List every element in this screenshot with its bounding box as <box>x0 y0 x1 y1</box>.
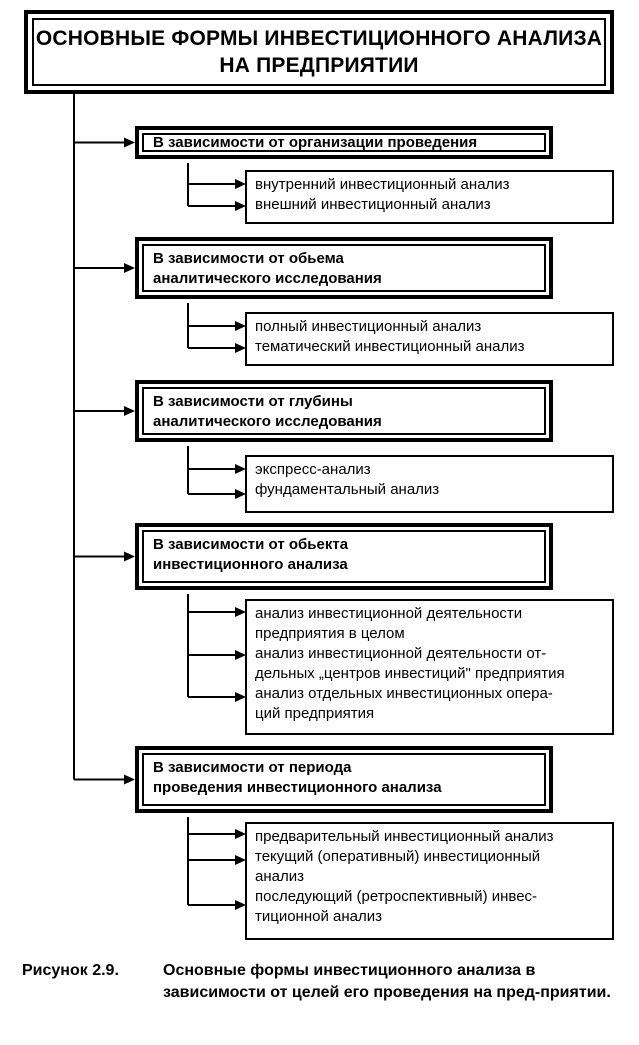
category-heading-line: аналитического исследования <box>153 270 382 287</box>
item-arrow-icon <box>235 464 246 474</box>
item-text-line: анализ инвестиционной деятельности <box>255 605 523 622</box>
item-entry: фундаментальный анализ <box>255 480 608 500</box>
item-text-line: предварительный инвестиционный анализ <box>255 828 554 845</box>
item-text-line: дельных „центров инвестиций" предприятия <box>255 665 565 682</box>
item-entry: последующий (ретроспективный) инвес-тици… <box>255 887 608 927</box>
category-arrow-icon <box>124 774 135 785</box>
item-arrow-icon <box>235 321 246 331</box>
category-arrow-icon <box>124 551 135 562</box>
category-box: В зависимости от периода проведения инвес… <box>135 746 553 813</box>
item-text-line: тематический инвестиционный анализ <box>255 338 525 355</box>
diagram-title-line-1: ОСНОВНЫЕ ФОРМЫ ИНВЕСТИЦИОННОГО АНАЛИЗА <box>35 27 603 50</box>
diagram-title-box: ОСНОВНЫЕ ФОРМЫ ИНВЕСТИЦИОННОГО АНАЛИЗА Н… <box>24 10 614 94</box>
item-entry: анализ инвестиционной деятельности от-де… <box>255 644 608 684</box>
item-entry: внутренний инвестиционный анализ <box>255 175 608 195</box>
item-text-line: анализ отдельных инвестиционных опера- <box>255 685 553 702</box>
item-arrow-icon <box>235 855 246 865</box>
item-entry: анализ отдельных инвестиционных опера-ци… <box>255 684 608 724</box>
category-heading-line: В зависимости от организации проведения <box>153 134 478 151</box>
item-entry: экспресс-анализ <box>255 460 608 480</box>
item-arrow-icon <box>235 201 246 211</box>
category-heading-line: В зависимости от глубины <box>153 393 353 410</box>
items-box: полный инвестиционный анализ тематический… <box>245 312 614 366</box>
category-heading-line: проведения инвестиционного анализа <box>153 779 442 796</box>
item-entry: анализ инвестиционной деятельности предпр… <box>255 604 608 644</box>
items-box: анализ инвестиционной деятельности предпр… <box>245 599 614 735</box>
category-heading-line: инвестиционного анализа <box>153 556 348 573</box>
items-box: предварительный инвестиционный анализ тек… <box>245 822 614 940</box>
item-entry: текущий (оперативный) инвестиционный анал… <box>255 847 608 887</box>
category-box: В зависимости от обьекта инвестиционного … <box>135 523 553 590</box>
item-arrow-icon <box>235 650 246 660</box>
item-text-line: фундаментальный анализ <box>255 481 440 498</box>
item-text-line: последующий (ретроспективный) инвес- <box>255 888 538 905</box>
category-heading-line: В зависимости от обьекта <box>153 536 349 553</box>
item-text-line: тиционной анализ <box>255 908 382 925</box>
item-arrow-icon <box>235 829 246 839</box>
category-box: В зависимости от организации проведения <box>135 126 553 159</box>
item-arrow-icon <box>235 489 246 499</box>
item-text-line: внутренний инвестиционный анализ <box>255 176 510 193</box>
item-text-line: анализ <box>255 868 304 885</box>
category-box: В зависимости от глубины аналитического и… <box>135 380 553 442</box>
item-entry: предварительный инвестиционный анализ <box>255 827 608 847</box>
item-arrow-icon <box>235 607 246 617</box>
item-entry: внешний инвестиционный анализ <box>255 195 608 215</box>
item-arrow-icon <box>235 900 246 910</box>
category-heading-line: В зависимости от обьема <box>153 250 344 267</box>
diagram-title-line-2: НА ПРЕДПРИЯТИИ <box>219 54 419 77</box>
item-arrow-icon <box>235 692 246 702</box>
category-heading-line: В зависимости от периода <box>153 759 352 776</box>
figure-caption-text: Основные формы инвестиционного анализа в… <box>163 962 611 1001</box>
item-text-line: ций предприятия <box>255 705 375 722</box>
item-text-line: предприятия в целом <box>255 625 405 642</box>
item-arrow-icon <box>235 343 246 353</box>
item-text-line: полный инвестиционный анализ <box>255 318 482 335</box>
item-text-line: экспресс-анализ <box>255 461 371 478</box>
category-box: В зависимости от обьема аналитического ис… <box>135 237 553 299</box>
category-arrow-icon <box>124 263 135 273</box>
items-box: экспресс-анализ фундаментальный анализ <box>245 455 614 513</box>
items-box: внутренний инвестиционный анализ внешний … <box>245 170 614 224</box>
item-text-line: анализ инвестиционной деятельности от- <box>255 645 547 662</box>
figure-caption-label: Рисунок 2.9. <box>22 962 119 979</box>
category-heading-line: аналитического исследования <box>153 413 382 430</box>
item-text-line: текущий (оперативный) инвестиционный <box>255 848 541 865</box>
item-entry: полный инвестиционный анализ <box>255 317 608 337</box>
item-text-line: внешний инвестиционный анализ <box>255 196 491 213</box>
category-arrow-icon <box>124 137 135 148</box>
category-arrow-icon <box>124 406 135 416</box>
item-entry: тематический инвестиционный анализ <box>255 337 608 357</box>
item-arrow-icon <box>235 179 246 189</box>
